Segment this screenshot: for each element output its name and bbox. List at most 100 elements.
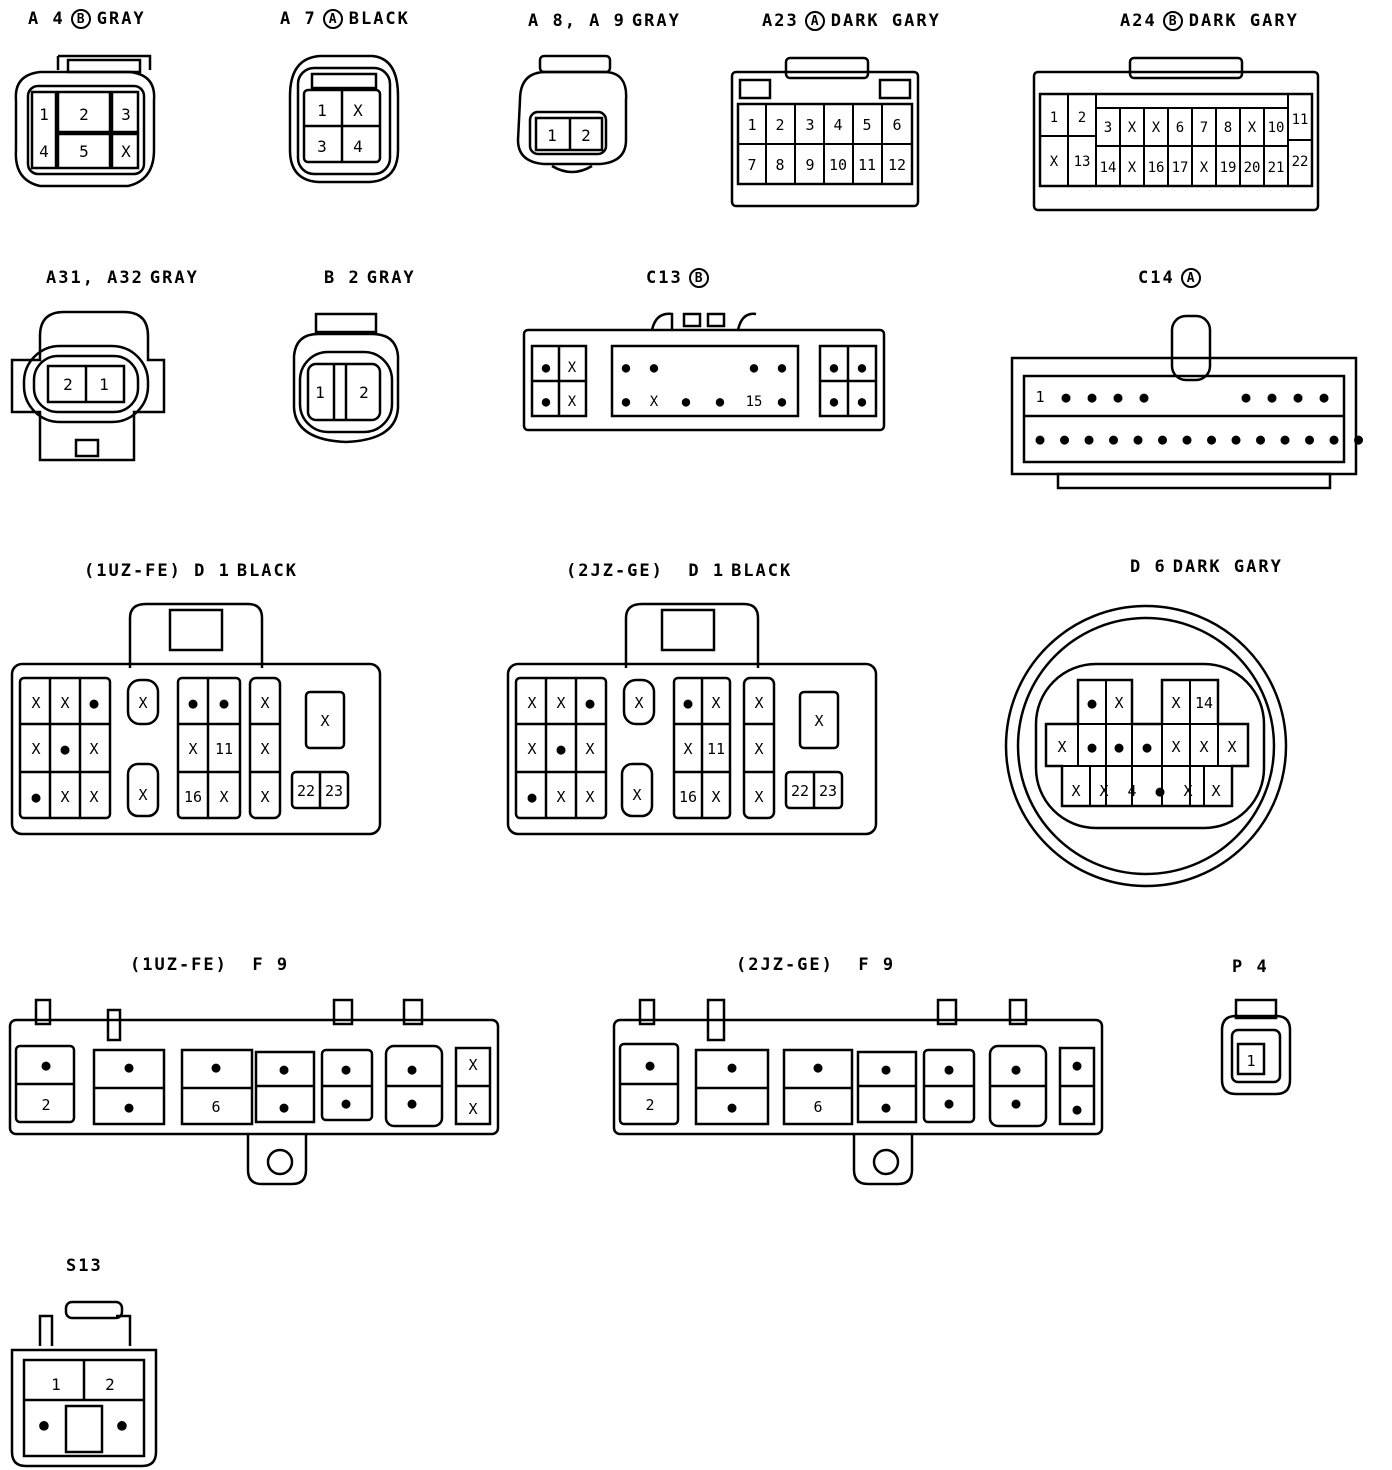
pin-d1a-4: X [31,740,40,758]
pin-a4-x: X [121,142,131,161]
pin-f9b-11: ● [1011,1060,1020,1078]
pin-a4-1: 1 [39,105,49,124]
pin-f9b-14: ● [1072,1100,1081,1118]
pin-c13-c4: ● [858,394,867,410]
pin-c13-b10: ● [778,394,787,410]
pin-a23-7: 7 [747,156,756,174]
pin-d6-3: X [1171,694,1180,712]
connector-s13: 1 2 ● ● [10,1300,158,1468]
pin-d1b-12: ● [683,694,692,712]
a23-pin-grid [738,104,912,184]
pin-d1a-21: X [320,712,329,730]
pin-c13-15: 15 [746,394,763,410]
pin-s13-2: 2 [105,1375,115,1394]
pin-b2-1: 1 [315,383,325,402]
pin-f9b-8: ● [881,1098,890,1116]
variant-badge: B [688,268,709,288]
pin-d1a-20: X [260,788,269,806]
connector-c13: ● X ● X ● ● ● X ● ● ● ● ● ● ● ● 15 ● [522,312,886,432]
pin-a23-3: 3 [805,116,814,134]
pin-d1b-9: X [585,788,594,806]
pin-a23-5: 5 [862,116,871,134]
pin-a24-16: 16 [1148,160,1165,176]
pin-d1b-11x: X [632,786,641,804]
pin-c14-top-9: ● [1319,388,1328,406]
pin-c14-top-5: ● [1139,388,1148,406]
pin-a24-3: 3 [1104,120,1112,136]
pin-a7-1: 1 [317,101,327,120]
pin-a23-8: 8 [775,156,784,174]
pin-c14-bottom-2: ● [1060,430,1069,448]
pin-a24-10: 10 [1268,120,1285,136]
pin-c14-top-1: 1 [1035,388,1044,406]
pin-d1b-23: 23 [819,782,837,800]
connector-c14 [1010,314,1358,490]
pin-a24-x2: X [1152,120,1161,136]
pin-c13-b3: ● [622,394,631,410]
pin-a24-x4: X [1050,154,1059,170]
pin-a23-9: 9 [805,156,814,174]
pin-a24-x1: X [1128,120,1137,136]
pin-d1b-6: X [585,740,594,758]
pin-c13-b4: X [650,394,659,410]
pin-f9b-13: ● [1072,1056,1081,1074]
pin-s13-1: 1 [51,1375,61,1394]
pin-c14-bottom-12: ● [1305,430,1314,448]
pin-d6-9: X [1171,738,1180,756]
pin-c13-c3: ● [830,394,839,410]
pin-d1a-7: ● [31,788,40,806]
pin-c13-c1: ● [830,360,839,376]
connector-a4: 1 2 3 4 5 X [14,54,156,188]
pin-c14-bottom-5: ● [1133,430,1142,448]
pin-s13-4: ● [117,1415,127,1434]
pin-a23-10: 10 [829,156,847,174]
pin-f9a-7: ● [279,1060,288,1078]
pin-d1a-14: X [188,740,197,758]
pin-f9a-4: ● [124,1098,133,1116]
pin-d1a-17: X [219,788,228,806]
pin-c13-a3: ● [542,394,551,410]
pin-c14-bottom-6: ● [1158,430,1167,448]
pin-a24-21: 21 [1268,160,1285,176]
pin-c14-bottom-14: ● [1354,430,1363,448]
pin-d1b-1: X [527,694,536,712]
pin-d1b-17: X [711,788,720,806]
pin-c13-b6: ● [716,394,725,410]
pin-d1b-19: X [754,740,763,758]
pin-d1b-5: ● [556,740,565,758]
pin-f9a-3: ● [124,1058,133,1076]
pin-a7-x: X [353,101,363,120]
pin-f9a-5: ● [211,1058,220,1076]
pin-d1b-21: X [814,712,823,730]
pin-d1a-2: X [60,694,69,712]
pin-d1b-11: 11 [707,740,725,758]
pin-a4-4: 4 [39,142,49,161]
pin-d1a-12: ● [188,694,197,712]
pin-d1a-9: X [89,788,98,806]
pin-c14-bottom-9: ● [1231,430,1240,448]
connector-a31-a32: 2 1 [10,310,166,462]
pin-c14-top-2: ● [1061,388,1070,406]
pin-d6-10: X [1199,738,1208,756]
pin-a24-19: 19 [1220,160,1237,176]
pin-a24-22: 22 [1292,154,1309,170]
pin-c14-bottom-3: ● [1084,430,1093,448]
pin-c14-bottom-1: ● [1035,430,1044,448]
pin-d1a-1: X [31,694,40,712]
pin-a24-x5: X [1128,160,1137,176]
pin-d1b-16: 16 [679,788,697,806]
pin-d1b-7: ● [527,788,536,806]
pin-d6-13: X [1099,782,1108,800]
connector-d1-2jz: X X ● X ● X ● X X X X ● X X 11 16 X X X … [506,602,878,836]
pin-c13-b1: ● [622,360,631,376]
pin-b2-2: 2 [359,383,369,402]
pin-f9a-13: X [468,1056,477,1074]
pin-a24-x3: X [1248,120,1257,136]
pin-f9a-6: 6 [211,1098,220,1116]
pin-d6-15: ● [1155,782,1164,800]
pin-d6-11: X [1227,738,1236,756]
pin-d1a-5: ● [60,740,69,758]
pin-f9b-6: 6 [813,1098,822,1116]
